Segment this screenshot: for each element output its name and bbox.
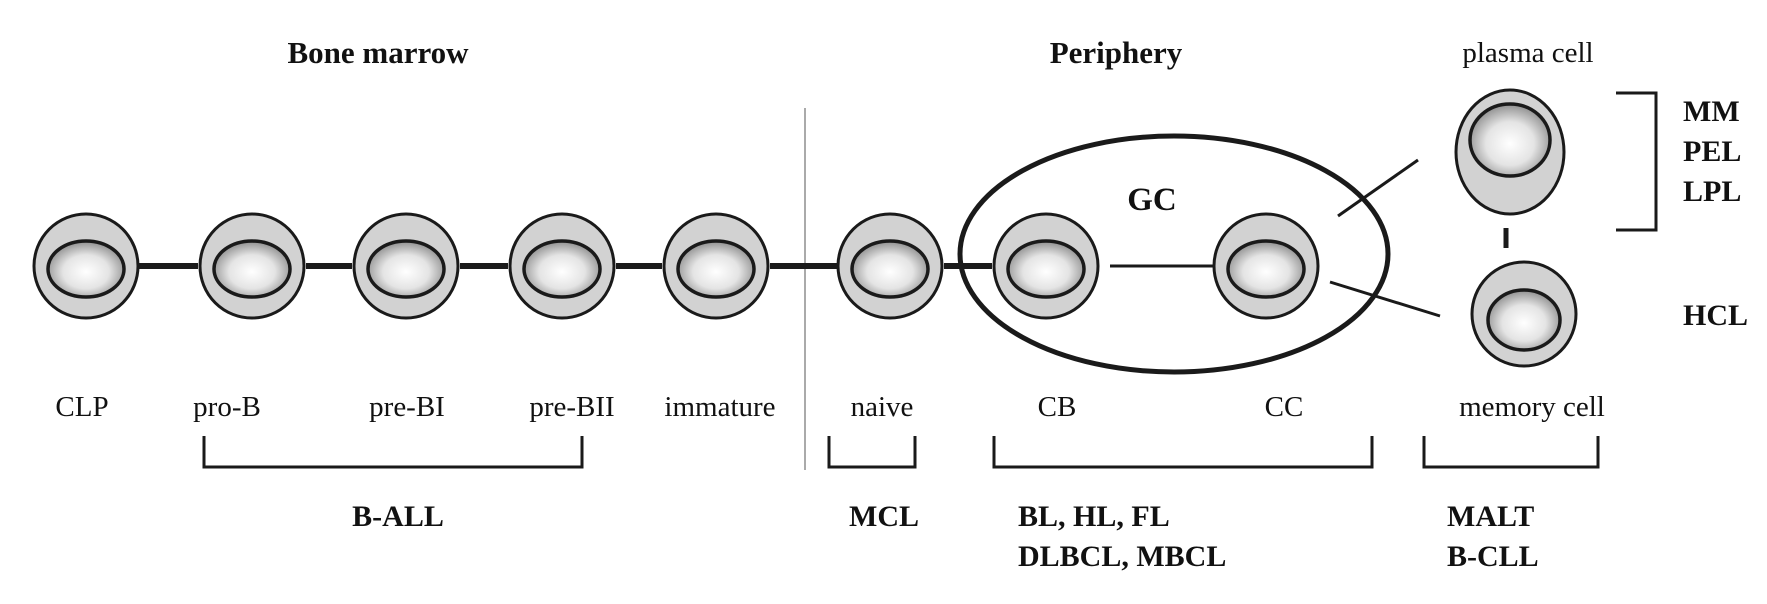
bone-marrow-heading: Bone marrow bbox=[287, 35, 469, 70]
disease-hcl: HCL bbox=[1683, 299, 1748, 332]
label-immature: immature bbox=[664, 391, 775, 423]
disease-gc-line1: BL, HL, FL bbox=[1018, 500, 1170, 533]
disease-b-all: B-ALL bbox=[352, 500, 444, 533]
bracket-b-all bbox=[202, 436, 584, 469]
cell-pre-bi bbox=[352, 212, 460, 320]
cell-plasma bbox=[1454, 88, 1566, 216]
label-cb: CB bbox=[1038, 391, 1077, 423]
label-pre-bii: pre-BII bbox=[529, 391, 614, 423]
cell-memory bbox=[1470, 260, 1578, 368]
label-pro-b: pro-B bbox=[193, 391, 261, 423]
cell-clp bbox=[32, 212, 140, 320]
cell-immature bbox=[662, 212, 770, 320]
disease-b-cll: B-CLL bbox=[1447, 540, 1539, 573]
cell-pro-b bbox=[198, 212, 306, 320]
connector-gc-memory bbox=[1329, 280, 1441, 318]
cell-pre-bii bbox=[508, 212, 616, 320]
disease-lpl: LPL bbox=[1683, 175, 1741, 208]
label-cc: CC bbox=[1265, 391, 1304, 423]
connector-gc-plasma bbox=[1337, 158, 1419, 218]
bracket-plasma bbox=[1616, 91, 1658, 232]
disease-malt: MALT bbox=[1447, 500, 1534, 533]
label-naive: naive bbox=[851, 391, 914, 423]
bracket-mcl bbox=[827, 436, 917, 469]
bracket-memory bbox=[1422, 436, 1600, 469]
cell-cc bbox=[1212, 212, 1320, 320]
label-memory-cell: memory cell bbox=[1459, 391, 1605, 423]
disease-gc-line2: DLBCL, MBCL bbox=[1018, 540, 1226, 573]
disease-brackets bbox=[202, 91, 1658, 469]
cell-cb bbox=[992, 212, 1100, 320]
gc-label: GC bbox=[1127, 182, 1177, 218]
periphery-heading: Periphery bbox=[1050, 35, 1183, 70]
disease-mm: MM bbox=[1683, 95, 1740, 128]
bracket-gc bbox=[992, 436, 1374, 469]
label-pre-bi: pre-BI bbox=[369, 391, 445, 423]
germinal-center-ellipse bbox=[957, 133, 1391, 375]
disease-mcl: MCL bbox=[849, 500, 919, 533]
label-clp: CLP bbox=[55, 391, 108, 423]
disease-pel: PEL bbox=[1683, 135, 1741, 168]
label-plasma-cell: plasma cell bbox=[1462, 37, 1593, 69]
cell-naive bbox=[836, 212, 944, 320]
